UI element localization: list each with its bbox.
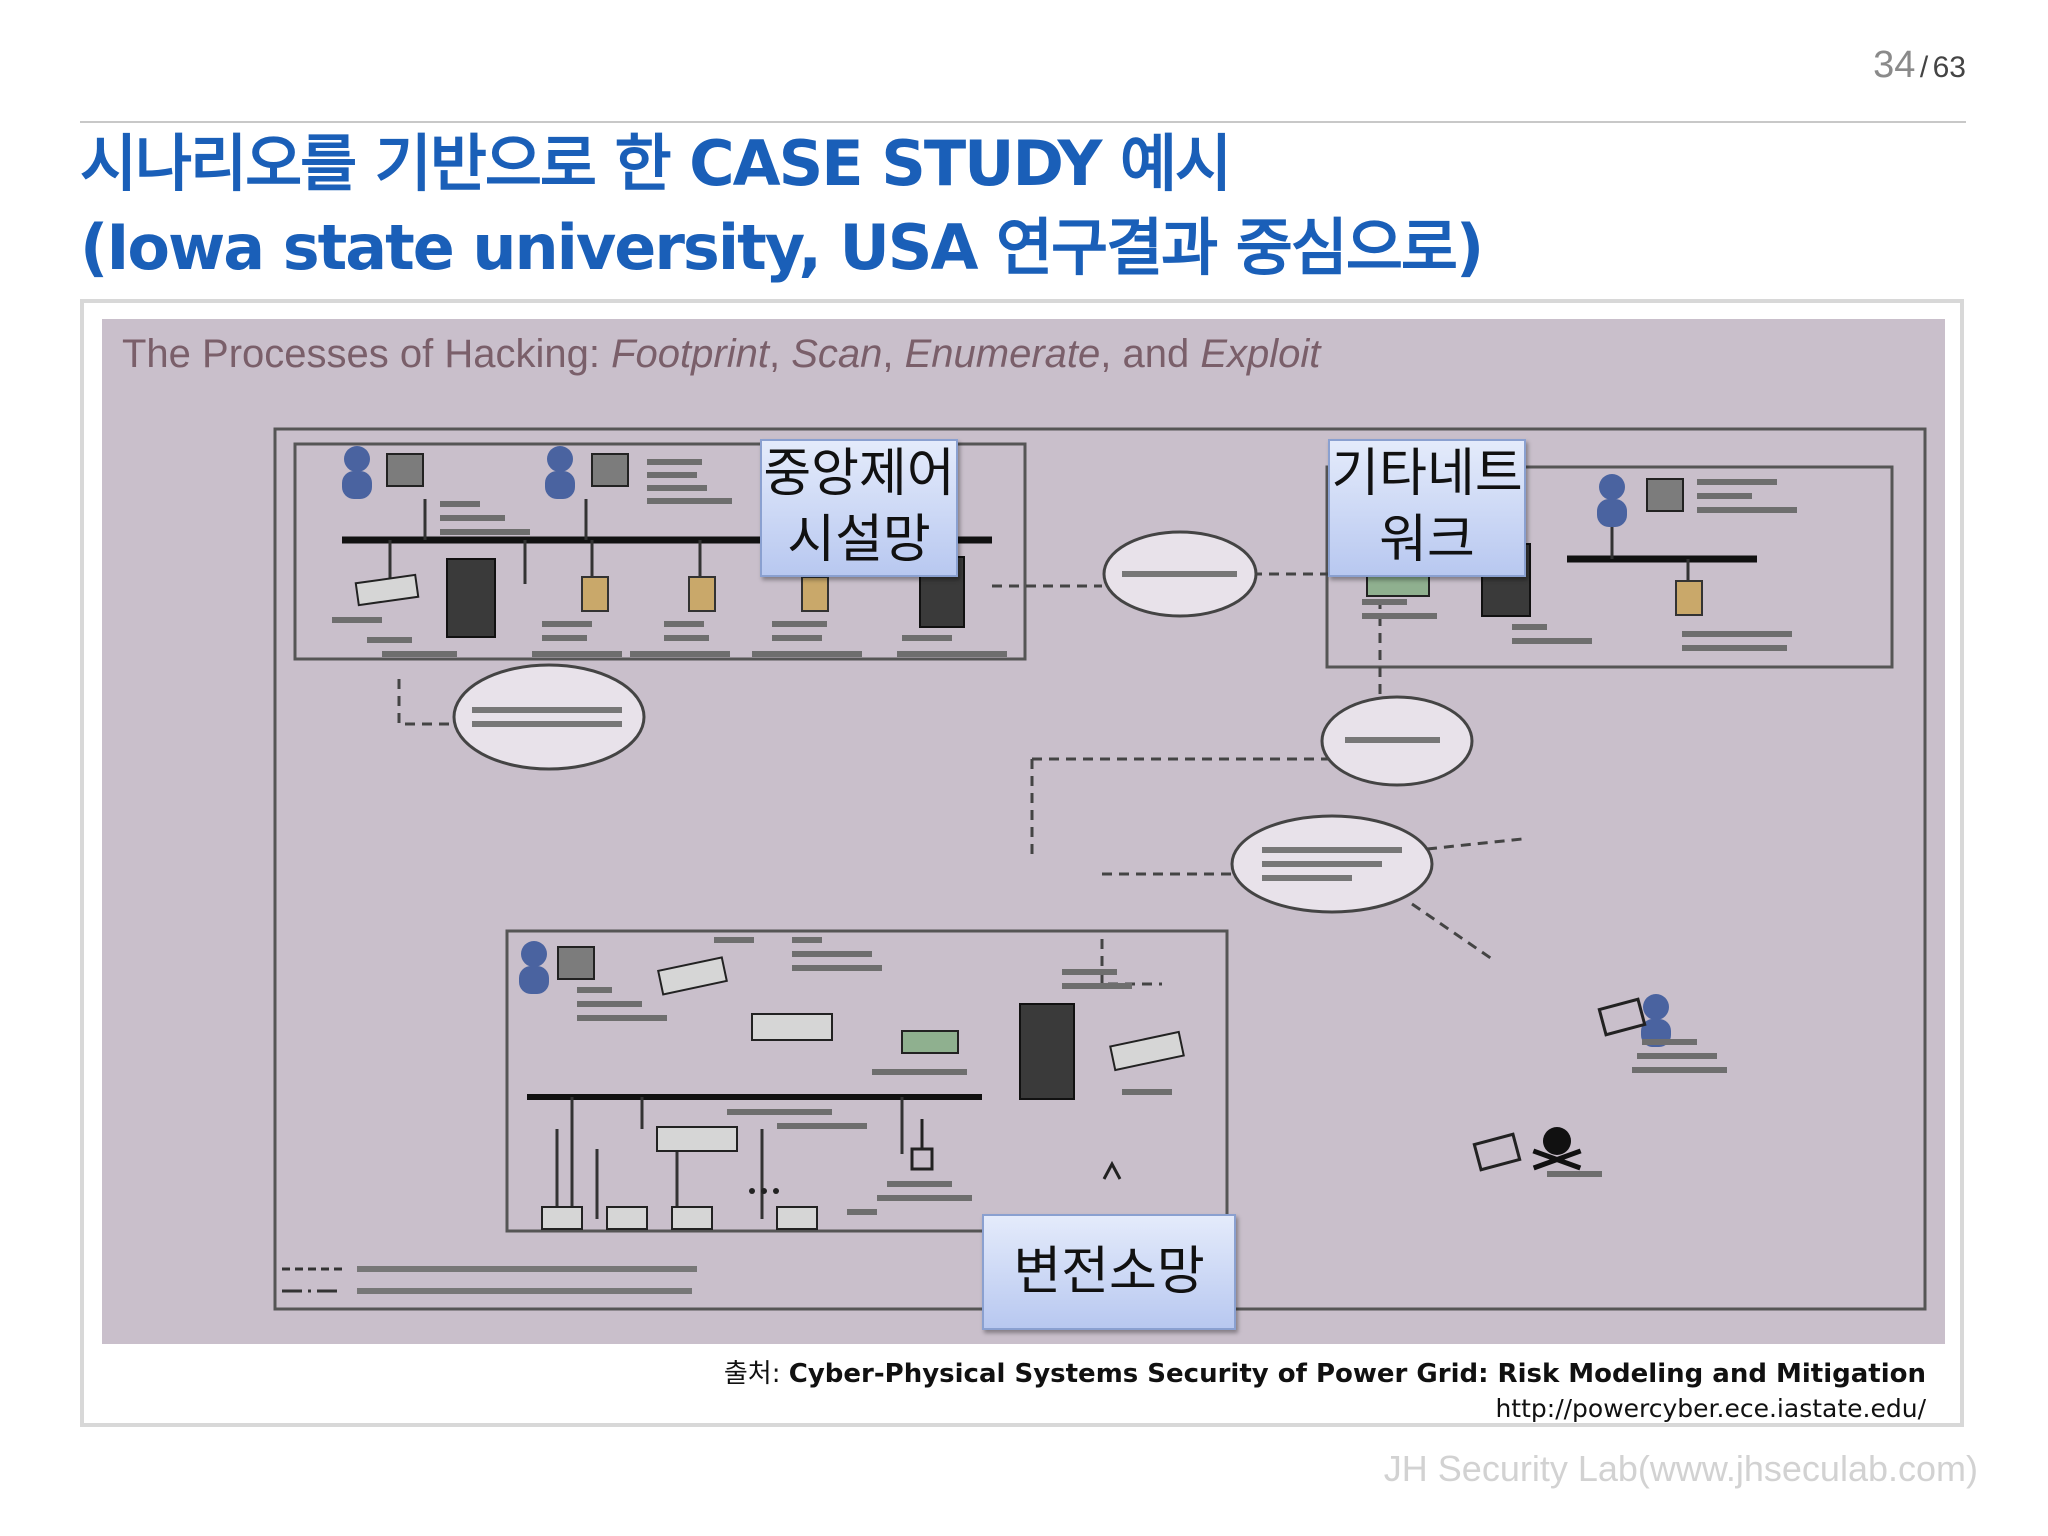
callout-substation-line1: 변전소망 [1013,1242,1205,1302]
page-current: 34 [1873,44,1916,86]
source-label: 출처: [723,1359,789,1389]
source-url[interactable]: http://powercyber.ece.iastate.edu/ [1495,1394,1926,1423]
diagram-legend [282,1266,697,1294]
other-network-box [1325,465,1894,669]
callout-control-center: 중앙제어 시설망 [760,439,958,577]
callout-other-network: 기타네트 워크 [1328,439,1526,577]
skull-icon [1532,1127,1582,1171]
callout-control-center-line2: 시설망 [787,510,931,570]
router-icon [901,573,1430,1054]
laptop-icon [1472,997,1647,1172]
callout-substation: 변전소망 [982,1214,1236,1330]
computer-icon [386,453,1684,980]
slide-title-line1: 시나리오를 기반으로 한 CASE STUDY 예시 [80,127,1232,200]
page-separator: / [1919,51,1929,84]
diagram-heading: The Processes of Hacking: Footprint, Sca… [122,332,1322,376]
antenna-icon [910,1119,1122,1180]
source-caption: 출처: Cyber-Physical Systems Security of P… [724,1353,1926,1423]
callout-other-network-line2: 워크 [1379,510,1475,570]
substation-box [505,929,1229,1233]
figure-frame: The Processes of Hacking: Footprint, Sca… [80,299,1964,1427]
network-diagram-svg: The Processes of Hacking: Footprint, Sca… [122,332,1927,1311]
slide-title-line2: (Iowa state university, USA 연구결과 중심으로) [80,211,1484,284]
header-rule [80,121,1966,123]
slide-title: 시나리오를 기반으로 한 CASE STUDY 예시 (Iowa state u… [80,122,1960,290]
callout-control-center-line1: 중앙제어 [763,444,955,504]
server-icon [581,576,1703,616]
footer-brand: JH Security Lab(www.jhseculab.com) [1383,1448,1978,1489]
page-number: 34 / 63 [1873,44,1966,87]
modem-icon [354,573,1185,1230]
user-icon [342,446,1671,1047]
source-citation: 출처: Cyber-Physical Systems Security of P… [724,1353,1926,1390]
control-center-box [293,442,1027,661]
source-title: Cyber-Physical Systems Security of Power… [788,1359,1926,1389]
page-total: 63 [1932,51,1966,84]
callout-other-network-line1: 기타네트 [1331,444,1523,504]
network-diagram: The Processes of Hacking: Footprint, Sca… [102,319,1945,1344]
